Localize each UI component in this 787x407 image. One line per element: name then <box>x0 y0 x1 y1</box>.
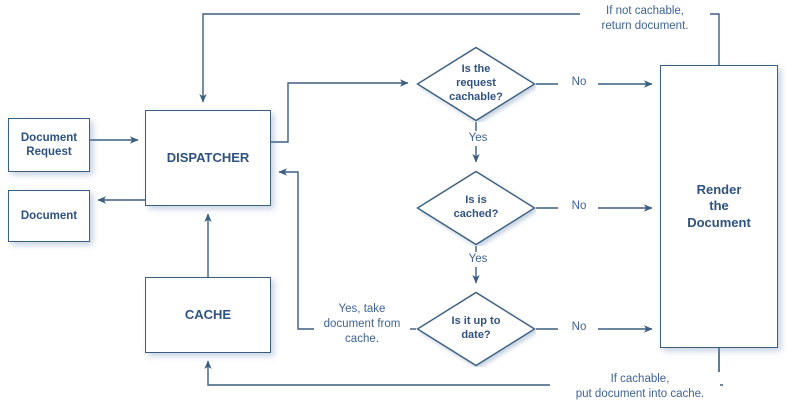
decision-is-cached[interactable]: Is is cached? <box>416 170 536 246</box>
node-dispatcher[interactable]: DISPATCHER <box>145 110 271 206</box>
edge-dispatcher-to-cachable <box>271 79 409 143</box>
edge-uptodate-yes-to-dispatcher <box>278 168 314 330</box>
diamond-shape <box>416 46 536 122</box>
edge-cachable-loop-right <box>560 348 720 386</box>
diamond-shape <box>416 170 536 246</box>
node-document-request-label: Document Request <box>20 131 78 158</box>
diamond-shape <box>416 291 536 367</box>
decision-is-request-cachable[interactable]: Is the request cachable? <box>416 46 536 122</box>
node-document[interactable]: Document <box>8 190 90 242</box>
decision-is-it-up-to-date[interactable]: Is it up to date? <box>416 291 536 367</box>
node-dispatcher-label: DISPATCHER <box>166 149 250 165</box>
node-document-request[interactable]: Document Request <box>8 118 90 172</box>
node-render-the-document[interactable]: Render the Document <box>660 65 778 348</box>
edge-render-to-cache <box>204 360 550 386</box>
node-document-label: Document <box>20 209 78 222</box>
node-render-label: Render the Document <box>687 182 751 230</box>
node-cache-label: CACHE <box>184 306 232 322</box>
edge-render-to-dispatcher-top <box>199 13 720 103</box>
node-cache[interactable]: CACHE <box>145 277 271 353</box>
